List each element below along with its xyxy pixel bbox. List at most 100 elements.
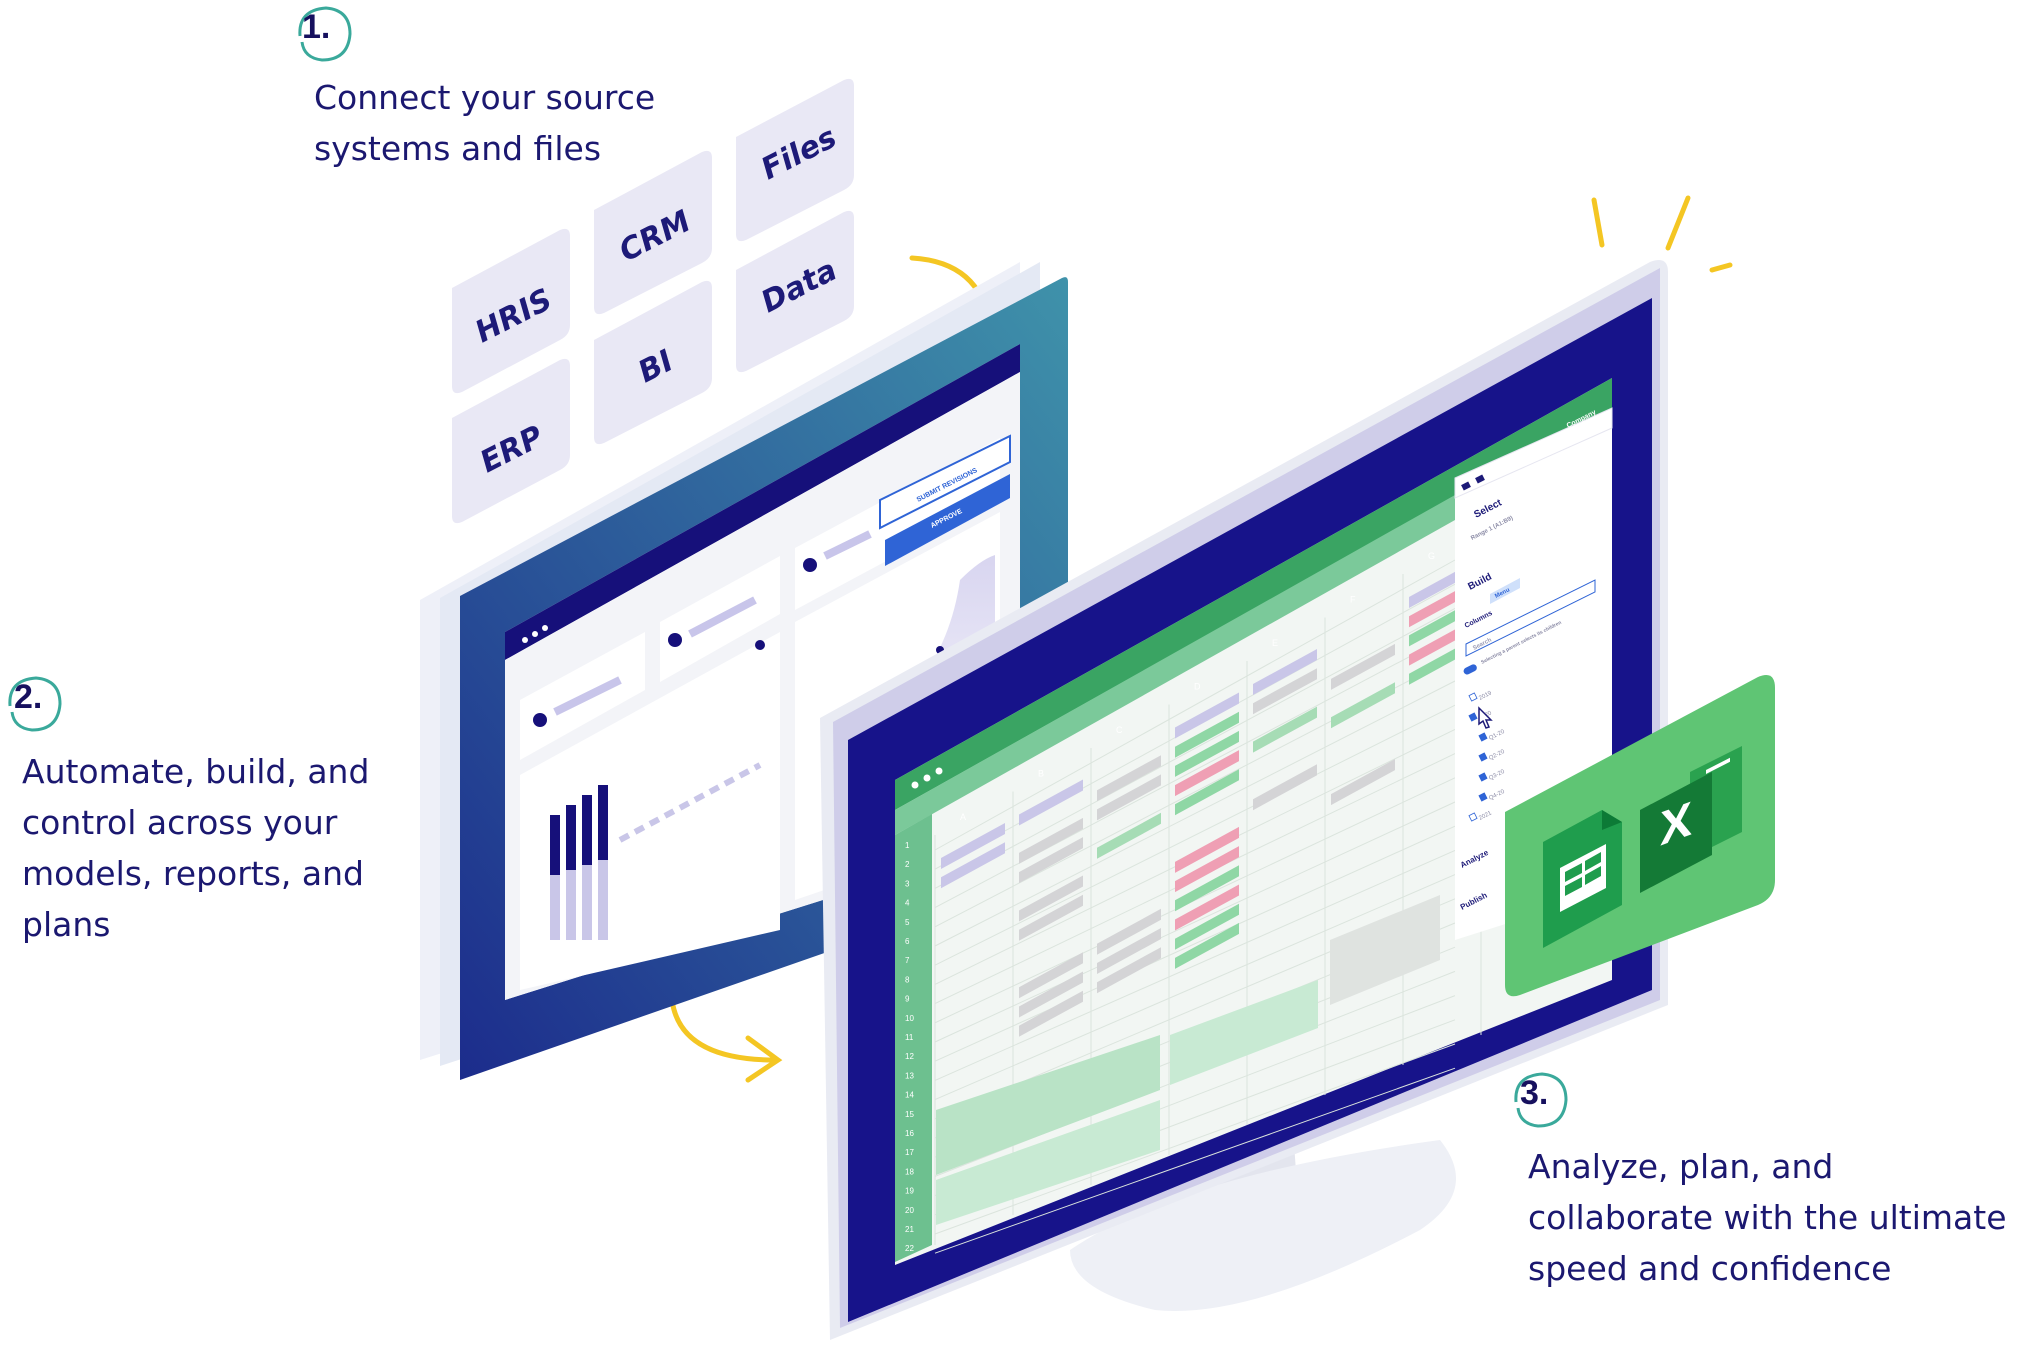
source-tile-hris: HRIS — [452, 228, 570, 394]
cell-bar — [1175, 769, 1239, 816]
source-tiles: HRIS CRM Files ERP BI Data — [452, 78, 854, 524]
row-number: 18 — [905, 1167, 914, 1176]
cell-bar — [1331, 682, 1395, 729]
cell-bar — [1175, 884, 1239, 931]
arrow-icon — [669, 997, 783, 1083]
row-number: 12 — [905, 1052, 914, 1061]
row-number: 1 — [905, 841, 910, 850]
source-tile-data: Data — [736, 210, 854, 373]
tree-checkbox[interactable] — [1468, 692, 1478, 702]
step-number: 1. — [302, 8, 331, 46]
cell-bar — [1175, 903, 1239, 950]
row-number: 11 — [905, 1033, 914, 1042]
row-number: 21 — [905, 1225, 914, 1234]
cell-bar — [1175, 750, 1239, 797]
cell-bar — [1331, 759, 1395, 806]
row-number: 6 — [905, 937, 910, 946]
column-header: E — [1272, 638, 1278, 648]
cell-bar — [1175, 711, 1239, 758]
row-number: 20 — [905, 1206, 914, 1215]
row-number: 9 — [905, 995, 910, 1004]
sheets-icon — [1543, 810, 1622, 948]
step-number: 2. — [14, 678, 43, 716]
cell-bar — [1175, 730, 1239, 777]
cell-bar — [1097, 947, 1161, 994]
excel-icon: X — [1640, 746, 1742, 893]
tree-item-label: 2021 — [1478, 810, 1493, 822]
row-number: 19 — [905, 1187, 914, 1196]
cell-bar — [1175, 846, 1239, 893]
panel-toolbar — [1461, 474, 1485, 491]
source-tile-crm: CRM — [594, 150, 712, 315]
row-number: 22 — [905, 1244, 914, 1253]
cell-bar — [1019, 894, 1083, 941]
cell-bar — [1019, 837, 1083, 884]
cell-bar — [1175, 865, 1239, 912]
cell-bar — [1097, 908, 1161, 955]
cell-bar — [1019, 990, 1083, 1037]
cell-bar — [1097, 755, 1161, 802]
source-tile-bi: BI — [594, 280, 712, 445]
cell-bar — [1175, 922, 1239, 969]
tree-checkbox[interactable] — [1468, 812, 1478, 822]
row-number: 3 — [905, 879, 910, 888]
column-header: G — [1428, 551, 1435, 561]
step-badge-2 — [8, 676, 62, 732]
cell-bar — [1097, 928, 1161, 974]
tree-checkbox[interactable] — [1478, 772, 1488, 782]
row-number: 2 — [905, 860, 910, 869]
row-number: 4 — [905, 899, 910, 908]
sparkle-icon — [1591, 195, 1733, 273]
cell-bar — [1175, 826, 1239, 873]
cell-bar — [1097, 812, 1161, 859]
cell-bar — [1253, 649, 1317, 695]
column-header: C — [1116, 725, 1123, 735]
cell-bar — [941, 823, 1005, 869]
row-number: 7 — [905, 956, 910, 965]
cell-bar — [1253, 668, 1317, 715]
cell-bar — [1019, 817, 1083, 864]
cell-bar — [941, 842, 1005, 889]
tree-checkbox[interactable] — [1478, 792, 1488, 802]
step-description: Connect your source systems and files — [314, 78, 656, 168]
cell-bar — [1019, 875, 1083, 922]
step-number: 3. — [1520, 1074, 1549, 1112]
row-number: 10 — [905, 1014, 914, 1023]
row-number: 5 — [905, 918, 910, 927]
source-tile-files: Files — [736, 78, 854, 242]
column-header: F — [1350, 595, 1356, 605]
row-number: 17 — [905, 1148, 914, 1157]
column-header: B — [1038, 769, 1044, 779]
svg-text:X: X — [1660, 791, 1692, 857]
cell-bar — [1019, 779, 1083, 826]
tree-item-label: 2019 — [1478, 690, 1493, 702]
step-badge-1 — [298, 6, 352, 62]
tree-checkbox[interactable] — [1478, 732, 1488, 742]
row-number: 13 — [905, 1071, 914, 1080]
row-number: 15 — [905, 1110, 914, 1119]
row-number: 16 — [905, 1129, 914, 1138]
tree-checkbox[interactable] — [1478, 752, 1488, 762]
cell-bar — [1253, 764, 1317, 811]
cell-bar — [1331, 643, 1395, 690]
column-header: D — [1194, 682, 1201, 692]
tree-checkbox[interactable] — [1468, 712, 1478, 722]
step-description: Analyze, plan, and collaborate with the … — [1528, 1147, 2007, 1288]
row-number: 8 — [905, 975, 910, 984]
row-number: 14 — [905, 1091, 914, 1100]
parent-toggle[interactable] — [1462, 663, 1478, 676]
cell-bar — [1097, 774, 1161, 821]
cell-bar — [1253, 706, 1317, 753]
step-badge-3 — [1514, 1072, 1568, 1128]
spreadsheet-apps: X — [1505, 675, 1775, 997]
step-description: Automate, build, and control across your… — [22, 752, 370, 944]
cell-bar — [1175, 692, 1239, 739]
bar-chart — [550, 762, 762, 940]
column-header: A — [960, 812, 966, 822]
cursor-icon — [1478, 706, 1493, 729]
cell-bar — [1019, 952, 1083, 999]
source-tile-erp: ERP — [452, 358, 570, 524]
cell-bar — [1019, 971, 1083, 1018]
